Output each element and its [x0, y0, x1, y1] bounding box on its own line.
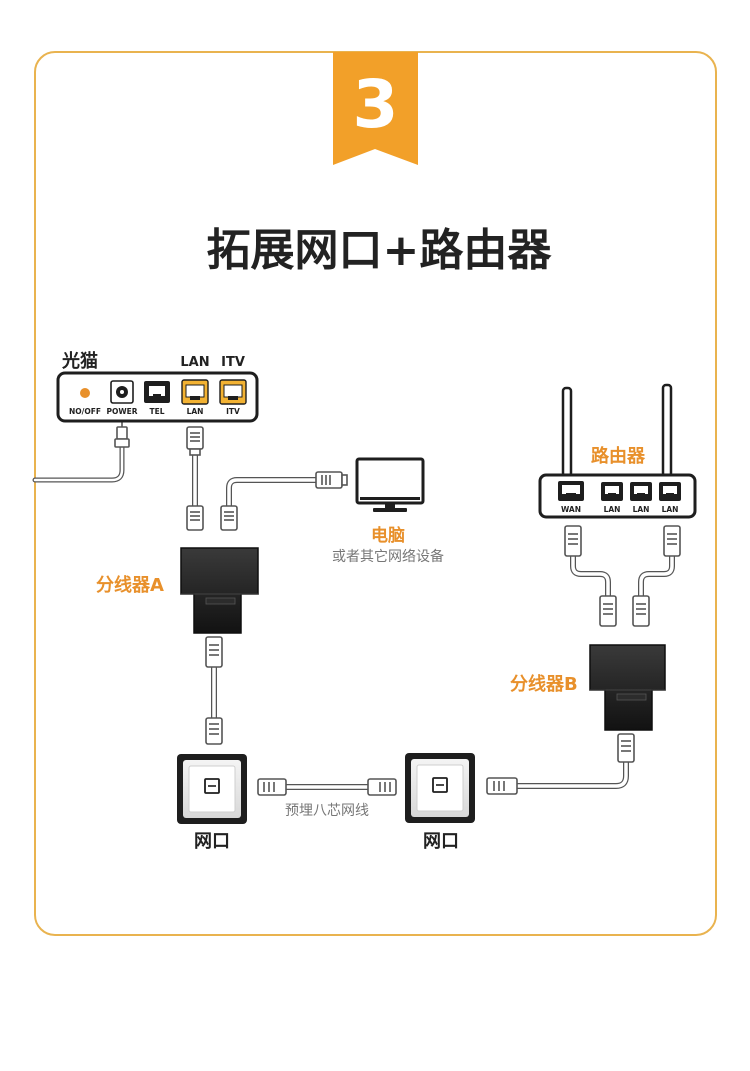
- modem-power-jack: [110, 380, 134, 404]
- wall-socket-icon: [432, 777, 448, 793]
- modem-tel-port: [144, 381, 170, 403]
- optical-modem: 光猫 LAN ITV NO/OFF POWER: [56, 350, 259, 423]
- plug-router-lan: [663, 525, 681, 557]
- router-label: 路由器: [591, 445, 646, 467]
- router-lan-port-1: [601, 482, 623, 501]
- router-port-label-lan-3: LAN: [662, 505, 679, 514]
- splitter-a-label: 分线器A: [96, 574, 164, 596]
- plug-modem-power: [114, 420, 130, 448]
- wall-socket-icon: [204, 778, 220, 794]
- page-title: 拓展网口+路由器: [207, 225, 553, 276]
- modem-port-label-power: POWER: [106, 407, 137, 416]
- splitter-b: 分线器B: [510, 644, 666, 731]
- cables: [32, 442, 675, 790]
- wall-port-left-label: 网口: [194, 831, 230, 852]
- splitter-b-body: [589, 644, 666, 731]
- modem-port-label-lan: LAN: [187, 407, 204, 416]
- router-lan-port-2: [630, 482, 652, 501]
- plug-embedded-left: [257, 778, 287, 796]
- cable-router-lan-to-splitter-b: [638, 552, 675, 601]
- router-port-label-wan: WAN: [561, 505, 581, 514]
- wall-port-right-label: 网口: [423, 831, 459, 852]
- modem-onoff-led: [80, 388, 90, 398]
- plug-splitter-b-bottom: [617, 733, 635, 763]
- modem-port-label-itv: ITV: [226, 407, 240, 416]
- router-lan-port-3: [659, 482, 681, 501]
- splitter-b-label: 分线器B: [510, 673, 578, 695]
- splitter-a: 分线器A: [96, 547, 259, 634]
- plug-splitter-b-right: [632, 595, 650, 627]
- router-wan-port: [558, 481, 584, 501]
- computer-label: 电脑: [371, 525, 405, 546]
- plug-modem-lan: [186, 426, 204, 456]
- cable-splitter-a-to-computer: [226, 477, 321, 515]
- power-cord: [32, 442, 125, 483]
- plug-splitter-a-right: [220, 505, 238, 531]
- modem-top-label-lan: LAN: [180, 355, 209, 370]
- embedded-cable-label: 预埋八芯网线: [285, 803, 369, 819]
- router-port-label-lan-1: LAN: [604, 505, 621, 514]
- cable-router-wan-to-splitter-b: [570, 552, 611, 601]
- router: 路由器 WAN LAN LAN LAN: [538, 383, 697, 519]
- step-badge: 3: [333, 52, 418, 165]
- plug-splitter-a-bottom: [205, 636, 223, 668]
- cable-wall-to-splitter-b: [512, 757, 629, 789]
- modem-top-label-itv: ITV: [221, 355, 245, 370]
- modem-lan-port: [181, 379, 209, 405]
- step-number: 3: [353, 66, 399, 143]
- plug-embedded-right: [367, 778, 397, 796]
- plug-splitter-b-left: [599, 595, 617, 627]
- plug-computer: [315, 471, 348, 489]
- modem-port-label-onoff: NO/OFF: [69, 407, 101, 416]
- modem-itv-port: [219, 379, 247, 405]
- computer: 电脑 或者其它网络设备: [332, 457, 444, 565]
- monitor-icon: [355, 457, 425, 512]
- wall-port-left: 网口: [177, 754, 247, 852]
- plug-wall-right: [486, 777, 518, 795]
- splitter-a-body: [180, 547, 259, 634]
- connector-plugs: [114, 420, 681, 796]
- computer-sublabel: 或者其它网络设备: [332, 548, 444, 565]
- plug-router-wan: [564, 525, 582, 557]
- modem-name: 光猫: [61, 350, 98, 372]
- plug-wall-left: [205, 717, 223, 745]
- modem-port-label-tel: TEL: [149, 407, 164, 416]
- router-port-label-lan-2: LAN: [633, 505, 650, 514]
- plug-splitter-a-left: [186, 505, 204, 531]
- router-antenna-right: [661, 383, 673, 478]
- wall-port-right: 网口: [405, 753, 475, 852]
- router-antenna-left: [561, 386, 573, 478]
